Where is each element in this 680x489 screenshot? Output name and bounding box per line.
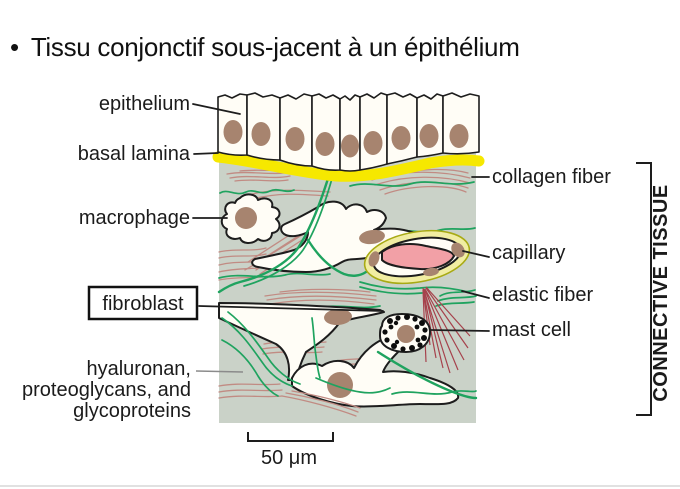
mast-cell-label: mast cell — [492, 319, 571, 341]
fibroblast-cell-lower — [291, 334, 460, 408]
capillary-label: capillary — [492, 242, 565, 264]
endothelial-nucleus — [451, 242, 465, 258]
collagen-fiber-label: collagen fiber — [492, 166, 611, 188]
scale-bar-label: 50 μm — [261, 447, 317, 469]
mast-cell — [379, 313, 431, 353]
scale-bar — [247, 432, 334, 442]
elastic-leader — [461, 290, 490, 299]
fibroblast-label-box — [87, 285, 199, 321]
fibroblast-nucleus — [324, 308, 352, 326]
slide-title-text: Tissu conjonctif sous-jacent à un épithé… — [30, 32, 520, 62]
basal-lamina-label: basal lamina — [78, 143, 191, 165]
fibroblast-leader — [198, 305, 384, 312]
mast-cell-leader — [430, 329, 490, 332]
mast-cell-granules — [382, 314, 428, 352]
macrophage-cell — [220, 193, 281, 244]
endothelial-nucleus — [423, 267, 439, 277]
bullet-icon: • — [10, 32, 19, 62]
epithelium-label: epithelium — [99, 93, 190, 115]
connective-tissue-bracket — [636, 162, 652, 416]
basal-lamina-leader — [193, 152, 219, 155]
elastic-fiber-label: elastic fiber — [492, 284, 593, 306]
epithelium-cells — [217, 92, 480, 172]
fibroblast-label: fibroblast — [102, 293, 184, 315]
fibroblast-nucleus — [327, 372, 353, 398]
capillary-leader — [462, 250, 490, 258]
basal-lamina-band — [212, 151, 485, 182]
hyaluronan-leader — [195, 370, 244, 373]
macrophage-label: macrophage — [79, 207, 190, 229]
epithelial-nuclei — [223, 120, 469, 158]
epithelium-leader — [192, 103, 241, 115]
endothelial-nucleus — [368, 251, 380, 267]
mast-cell-nucleus — [397, 325, 415, 343]
slide-title: • Tissu conjonctif sous-jacent à un épit… — [10, 32, 520, 63]
leader-lines — [192, 103, 490, 373]
hyaluronan-label-line2: proteoglycans, and — [22, 379, 191, 401]
capillary-lumen — [381, 243, 456, 271]
elastic-fibers-over — [217, 160, 478, 400]
fibroblast-cell-spindle — [218, 302, 385, 381]
hyaluronan-label-line1: hyaluronan, — [86, 358, 191, 380]
fibroblast-nucleus — [359, 229, 385, 245]
capillary-vessel — [363, 229, 471, 285]
macrophage-nucleus — [235, 207, 257, 229]
collagen-fiber-bundles — [281, 390, 361, 417]
connective-tissue-label: CONNECTIVE TISSUE — [650, 184, 672, 401]
hyaluronan-label-line3: glycoproteins — [73, 400, 191, 422]
